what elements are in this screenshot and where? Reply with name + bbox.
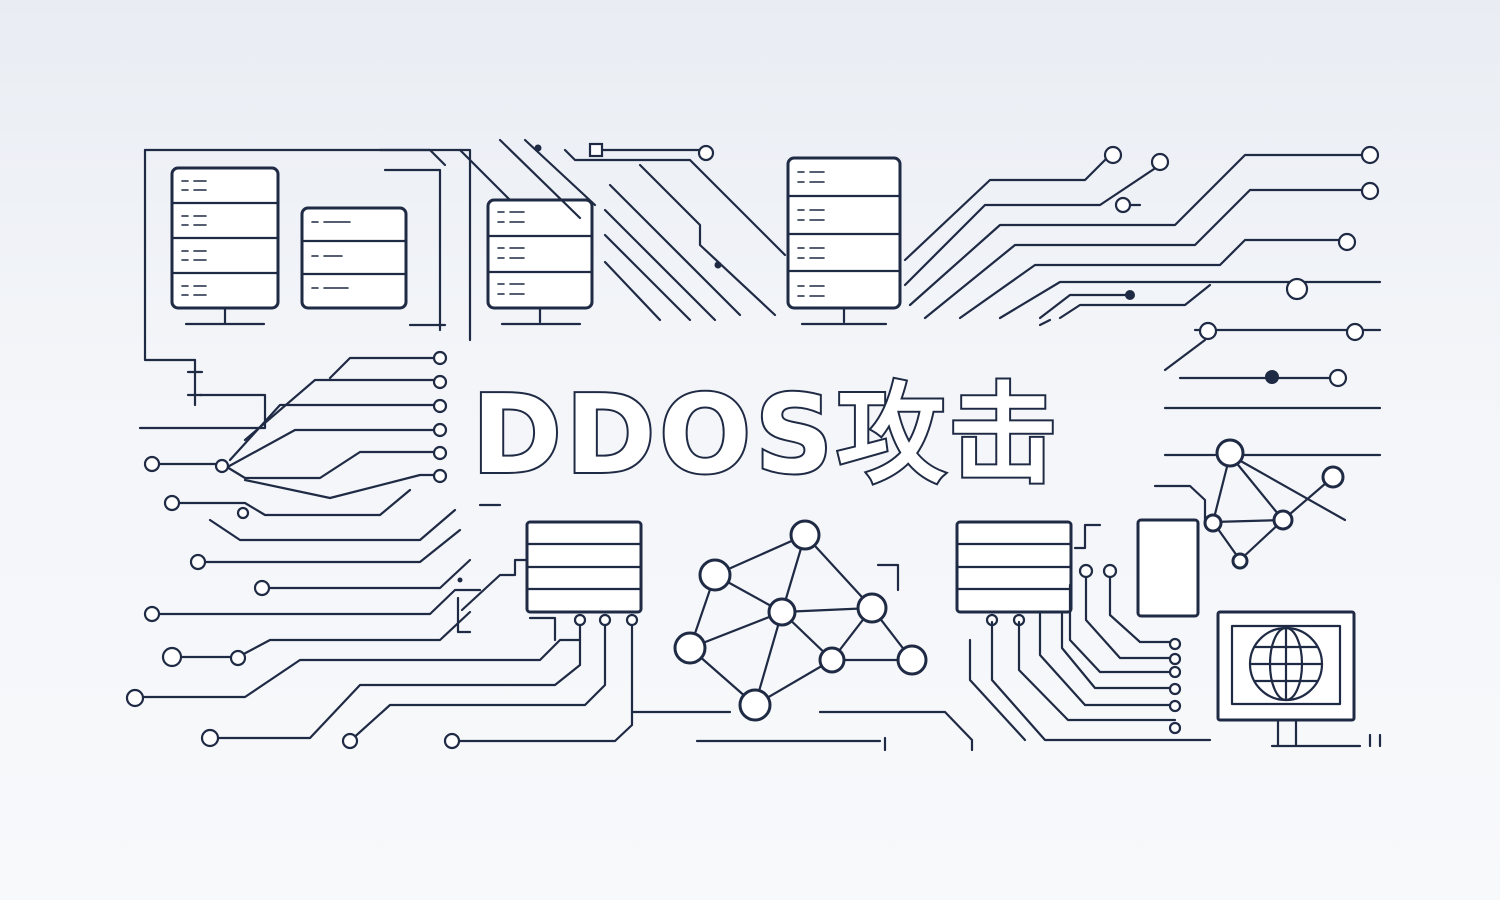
network-graph-icon [1203, 438, 1382, 570]
network-graph-icon [673, 519, 928, 722]
network-device-icon [955, 520, 1073, 627]
circuit-trace-icon [903, 145, 1382, 457]
circuit-trace-icon [428, 138, 787, 322]
circuit-trace-icon [125, 350, 634, 750]
circuit-trace-icon [968, 484, 1212, 742]
server-icon [486, 198, 594, 326]
circuit-trace-icon [630, 563, 974, 752]
globe-monitor-icon [1216, 610, 1382, 748]
network-device-icon [525, 520, 643, 627]
server-icon [786, 156, 902, 326]
page-title: DDOS攻击 [472, 373, 1061, 498]
frame-lines [138, 148, 472, 430]
mobile-device-icon [1136, 518, 1200, 618]
server-icon [300, 206, 408, 310]
server-icon [170, 166, 280, 326]
